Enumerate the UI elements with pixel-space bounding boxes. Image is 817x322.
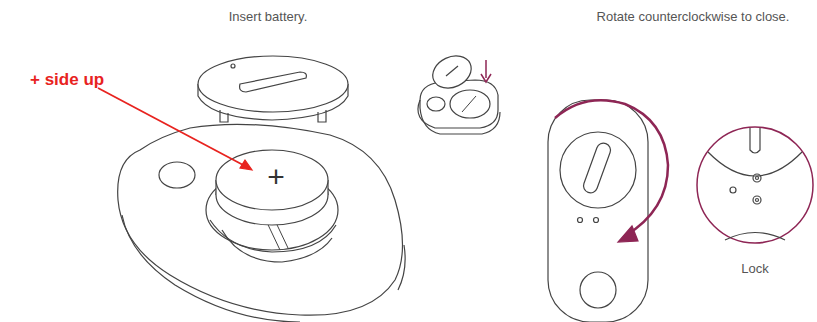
polarity-symbol: +	[267, 160, 285, 195]
device-body	[548, 100, 648, 322]
cap-slot	[240, 72, 307, 92]
step-caption: Insert battery.	[229, 10, 308, 25]
rotate-arrow	[555, 100, 668, 236]
small-cap	[428, 50, 477, 94]
device-cap	[560, 132, 636, 208]
tray-outline	[118, 124, 403, 315]
device-slot	[582, 141, 613, 195]
cap-top	[198, 56, 348, 112]
small-tray	[418, 80, 498, 128]
arrow-head	[240, 160, 252, 170]
tray-button	[159, 162, 195, 188]
lock-detail	[697, 127, 813, 243]
callout-note: + side up	[30, 70, 104, 90]
detail-caption: Lock	[741, 262, 768, 277]
device-button	[580, 272, 616, 308]
leader-arrow	[98, 88, 245, 166]
step-caption: Rotate counterclockwise to close.	[597, 10, 790, 25]
